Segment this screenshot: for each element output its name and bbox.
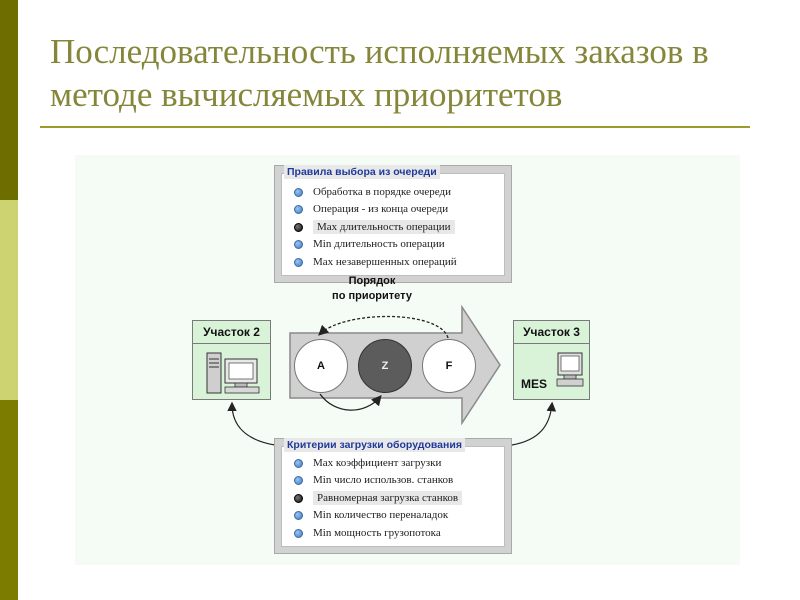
job-circle-z: Z [358, 339, 412, 393]
site-2-label: Участок 2 [193, 321, 270, 344]
decor-stripe-dark-bottom [0, 400, 18, 600]
criteria-option-selected[interactable]: Равномерная загрузка станков [294, 490, 463, 506]
criteria-option[interactable]: Min мощность грузопотока [294, 525, 441, 541]
computer-terminal-icon [556, 352, 584, 387]
radio-icon[interactable] [294, 204, 303, 214]
slide-title: Последовательность исполняемых заказов в… [50, 32, 709, 114]
queue-option[interactable]: Max незавершенных операций [294, 254, 457, 270]
criteria-option[interactable]: Max коэффициент загрузки [294, 455, 441, 471]
criteria-option[interactable]: Min количество переналадок [294, 507, 448, 523]
radio-icon[interactable] [294, 528, 303, 538]
connector-right [511, 401, 557, 446]
radio-icon[interactable] [294, 187, 303, 197]
order-label: Порядок по приоритету [312, 274, 432, 304]
connector-left [227, 401, 276, 446]
load-criteria-title: Критерии загрузки оборудования [284, 438, 465, 452]
queue-option[interactable]: Min длительность операции [294, 236, 445, 252]
radio-selected-icon[interactable] [294, 493, 303, 503]
radio-icon[interactable] [294, 257, 303, 267]
order-label-line-1: Порядок [348, 275, 396, 287]
decor-stripe-dark-top [0, 0, 18, 200]
job-circle-f: F [422, 339, 476, 393]
radio-icon[interactable] [294, 239, 303, 249]
computer-workstation-icon [206, 352, 260, 394]
queue-option-selected[interactable]: Max длительность операции [294, 219, 455, 235]
queue-option[interactable]: Операция - из конца очереди [294, 201, 448, 217]
order-label-line-2: по приоритету [332, 290, 412, 302]
load-criteria-panel: Max коэффициент загрузки Min число испол… [274, 438, 512, 554]
mes-caption: MES [521, 377, 548, 391]
criteria-option[interactable]: Min число использов. станков [294, 472, 453, 488]
site-3-label: Участок 3 [514, 321, 589, 344]
radio-icon[interactable] [294, 458, 303, 468]
queue-rules-title: Правила выбора из очереди [284, 165, 440, 179]
radio-selected-icon[interactable] [294, 222, 303, 232]
queue-option[interactable]: Обработка в порядке очереди [294, 184, 451, 200]
decor-stripe-light [0, 200, 18, 400]
site-3-box: Участок 3 MES [513, 320, 590, 400]
site-2-box: Участок 2 [192, 320, 271, 400]
radio-icon[interactable] [294, 510, 303, 520]
queue-rules-list: Обработка в порядке очереди Операция - и… [281, 173, 505, 276]
reorder-arrow-bottom [319, 393, 382, 411]
job-circle-a: A [294, 339, 348, 393]
title-underline [40, 126, 750, 128]
queue-rules-panel: Обработка в порядке очереди Операция - и… [274, 165, 512, 283]
radio-icon[interactable] [294, 475, 303, 485]
load-criteria-list: Max коэффициент загрузки Min число испол… [281, 446, 505, 547]
reorder-arrow-top [318, 315, 449, 339]
